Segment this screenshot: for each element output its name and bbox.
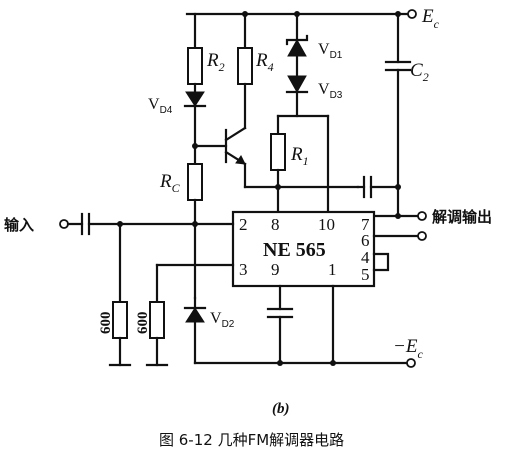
resistor-r4	[237, 47, 253, 85]
label-vd4: VD4	[148, 96, 173, 116]
resistor-r2	[187, 47, 203, 85]
diode-vd4	[185, 91, 205, 107]
output-coupling	[356, 12, 427, 221]
pin-9: 9	[271, 260, 280, 279]
transistor-stage	[193, 12, 360, 190]
pin6-terminal	[417, 231, 427, 241]
chip-right-pins	[372, 231, 427, 272]
resistor-r1	[270, 133, 286, 171]
figure-caption: 图 6-12 几种FM解调器电路	[159, 431, 344, 449]
label-vd1: VD1	[318, 41, 343, 61]
pin-6: 6	[361, 231, 370, 250]
diode-vd3	[287, 75, 307, 94]
pin-1: 1	[328, 260, 337, 279]
input-terminal	[59, 219, 69, 229]
subfigure-label: (b)	[272, 401, 290, 417]
label-c2: C2	[410, 60, 429, 84]
input-label: 输入	[4, 216, 34, 234]
negative-supply-rail	[193, 284, 416, 368]
positive-supply-terminal	[407, 9, 417, 19]
diode-vd1	[287, 38, 307, 57]
pin-2: 2	[239, 215, 248, 234]
chip-name: NE 565	[263, 239, 326, 261]
pin-8: 8	[271, 215, 280, 234]
zener-stack	[270, 12, 330, 214]
ne565-chip: NE 565 2 3 8 9 10 1 7 6 4 5	[231, 210, 376, 288]
resistor-rc	[187, 163, 203, 201]
pin-10: 10	[318, 215, 335, 234]
positive-supply-label: Ec	[421, 6, 440, 31]
label-rc: RC	[159, 171, 181, 195]
label-r4: R4	[255, 50, 274, 74]
label-600-a: 600	[98, 312, 114, 335]
label-vd3: VD3	[318, 81, 343, 101]
diode-vd2	[185, 307, 205, 323]
pin-4: 4	[361, 248, 370, 267]
input-network	[59, 212, 235, 367]
left-bias-branch	[183, 12, 207, 365]
output-terminal	[417, 211, 427, 221]
negative-supply-label: −Ec	[393, 336, 423, 361]
label-r1: R1	[290, 144, 309, 168]
label-vd2: VD2	[210, 310, 235, 330]
pin-7: 7	[361, 215, 370, 234]
resistor-600-a	[112, 301, 128, 339]
label-600-b: 600	[135, 312, 151, 335]
pin-3: 3	[239, 260, 248, 279]
positive-supply-rail: Ec	[185, 6, 440, 31]
label-r2: R2	[206, 50, 225, 74]
resistor-600-b	[149, 301, 165, 339]
negative-supply-terminal	[406, 358, 416, 368]
pin-5: 5	[361, 265, 370, 284]
output-label: 解调输出	[432, 208, 492, 226]
